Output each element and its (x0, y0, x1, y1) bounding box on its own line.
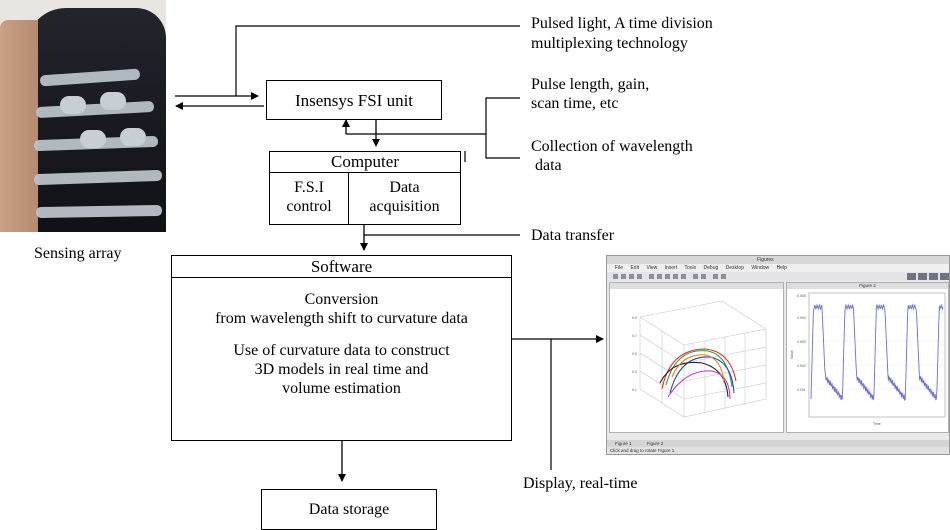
svg-text:0.1: 0.1 (632, 388, 637, 392)
svg-text:0.005: 0.005 (797, 294, 806, 298)
svg-text:0.003: 0.003 (797, 340, 806, 344)
svg-text:Value: Value (790, 350, 794, 359)
svg-text:0.5: 0.5 (632, 352, 637, 356)
window-title: Figures (757, 257, 774, 263)
conversion-line2: from wavelength shift to curvature data (215, 310, 468, 327)
menu-bar: File Edit View Insert Tools Debug Deskto… (607, 264, 949, 272)
data-storage-label: Data storage (308, 501, 390, 518)
tab-figure-2[interactable]: Figure 2 (646, 441, 664, 446)
figure-2-title: Figure 2 (787, 283, 948, 289)
software-block: Software Conversion from wavelength shif… (171, 255, 512, 441)
collection-line1: Collection of wavelength (531, 138, 693, 155)
3d-curve-line (667, 370, 731, 400)
figure-tabs: Figure 1 Figure 2 (607, 440, 949, 447)
fsi-unit-block: Insensys FSI unit (266, 80, 442, 120)
pulsed-light-line2: multiplexing technology (531, 35, 688, 52)
data-acq-line2: acquisition (369, 198, 440, 215)
3d-curvature-plot: 0.9 0.7 0.5 0.3 0.1 (632, 300, 767, 418)
figure-1-panel: 0.9 0.7 0.5 0.3 0.1 (609, 282, 784, 433)
menu-edit[interactable]: Edit (630, 265, 640, 271)
display-screenshot: Figures File Edit View Insert Tools Debu… (606, 255, 950, 455)
figure-2-panel: Figure 2 0.005 0.004 0.003 0.002 0.001 Value… (786, 282, 949, 433)
3d-curve-line (659, 361, 729, 398)
sensing-array-caption: Sensing array (34, 245, 122, 262)
menu-window[interactable]: Window (751, 265, 770, 271)
pulse-params-line2: scan time, etc (531, 95, 619, 112)
pulsed-light-line1: Pulsed light, A time division (531, 15, 713, 32)
svg-text:0.9: 0.9 (632, 316, 637, 320)
collection-line2: data (535, 157, 562, 174)
menu-debug[interactable]: Debug (703, 265, 719, 271)
use-curvature-line2: 3D models in real time and (254, 361, 429, 378)
status-bar: Click and drag to rotate Figure 1. (607, 447, 949, 454)
use-curvature-line3: volume estimation (282, 380, 401, 397)
data-transfer-label: Data transfer (531, 227, 615, 244)
svg-text:0.004: 0.004 (797, 316, 806, 320)
svg-text:Time: Time (873, 422, 881, 426)
computer-title: Computer (331, 152, 399, 171)
computer-block: Computer F.S.I control Data acquisition (269, 151, 461, 225)
fsi-unit-label: Insensys FSI unit (294, 91, 414, 110)
toolbar (607, 272, 949, 281)
realtime-trace-plot: 0.005 0.004 0.003 0.002 0.001 Value Time (790, 292, 946, 426)
tab-figure-1[interactable]: Figure 1 (615, 441, 632, 446)
menu-tools[interactable]: Tools (684, 265, 697, 271)
data-storage-block: Data storage (261, 489, 437, 530)
fsi-control-line1: F.S.I (294, 179, 324, 196)
menu-view[interactable]: View (646, 265, 658, 271)
menu-insert[interactable]: Insert (664, 265, 678, 271)
svg-text:0.001: 0.001 (797, 388, 806, 392)
use-curvature-line1: Use of curvature data to construct (233, 342, 450, 359)
trace-line (810, 303, 944, 401)
window-titlebar: Figures (607, 256, 949, 269)
menu-help[interactable]: Help (776, 265, 787, 271)
svg-text:0.7: 0.7 (632, 334, 637, 338)
data-acq-line1: Data (389, 179, 420, 196)
sensing-vest-photo (0, 0, 166, 232)
3d-curve-line (661, 348, 737, 390)
svg-text:0.002: 0.002 (797, 364, 806, 368)
menu-desktop[interactable]: Desktop (725, 265, 744, 271)
svg-text:0.3: 0.3 (632, 370, 637, 374)
3d-curve-line (671, 354, 725, 384)
conversion-line1: Conversion (304, 291, 379, 308)
pulse-params-line1: Pulse length, gain, (531, 76, 650, 93)
display-realtime-label: Display, real-time (523, 475, 638, 492)
fsi-control-line2: control (286, 198, 332, 215)
software-title: Software (310, 257, 373, 276)
menu-file[interactable]: File (615, 265, 624, 271)
